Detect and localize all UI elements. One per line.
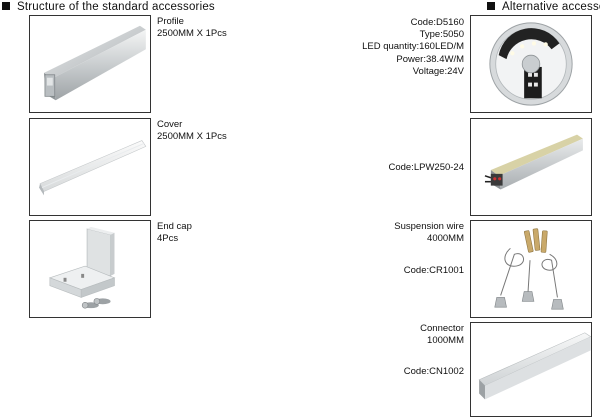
- connector-code: Code:CN1002: [403, 366, 464, 377]
- led-strip-specs: Code:D5160 Type:5050 LED quantity:160LED…: [362, 17, 464, 77]
- cover-image: [29, 118, 151, 216]
- alternative-accessories-heading: Alternative accessories: [487, 1, 600, 13]
- standard-accessories-heading: Structure of the standard accessories: [2, 1, 215, 13]
- power-supply-image: [470, 118, 592, 216]
- suspension-wire-label: Suspension wire 4000MM: [394, 221, 464, 244]
- led-strip-image: [470, 15, 592, 113]
- diffuser-cover-illustration: [39, 140, 147, 196]
- suspension-wire-image: [470, 220, 592, 318]
- square-bullet-icon: [2, 2, 10, 10]
- led-strip-reel-illustration: [489, 22, 573, 106]
- cover-label: Cover 2500MM X 1Pcs: [157, 119, 227, 142]
- connector-image: [470, 322, 592, 417]
- connector-illustration: [478, 332, 591, 400]
- power-supply-code: Code:LPW250-24: [388, 162, 464, 173]
- power-supply-illustration: [484, 134, 583, 190]
- end-cap-label: End cap 4Pcs: [157, 221, 192, 244]
- profile-label: Profile 2500MM X 1Pcs: [157, 16, 227, 39]
- connector-label: Connector 1000MM: [420, 323, 464, 346]
- end-cap-illustration: [48, 226, 116, 309]
- profile-image: [29, 15, 151, 113]
- suspension-wire-illustration: [494, 228, 564, 310]
- suspension-wire-code: Code:CR1001: [403, 265, 464, 276]
- square-bullet-icon: [487, 2, 495, 10]
- aluminium-profile-illustration: [43, 25, 146, 101]
- end-cap-image: [29, 220, 151, 318]
